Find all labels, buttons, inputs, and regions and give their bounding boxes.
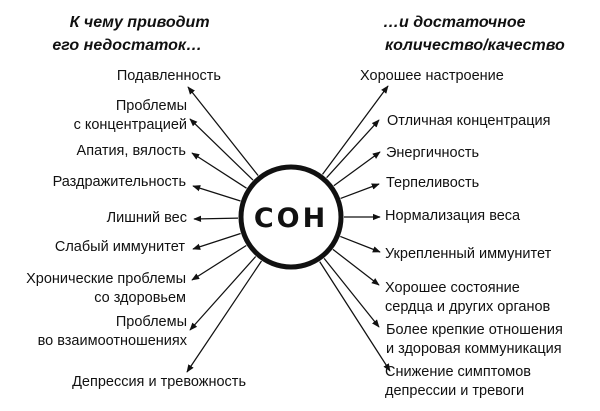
left-arrow-5 — [193, 215, 239, 223]
left-item-1: Подавленность — [117, 68, 221, 84]
left-arrow-6 — [192, 232, 241, 250]
left-heading-line-2: его недостаток… — [52, 37, 202, 54]
left-item-8-line-1: Проблемы — [116, 314, 187, 330]
right-heading-line-2: количество/качество — [385, 37, 565, 54]
left-item-6: Слабый иммунитет — [55, 239, 185, 255]
right-item-8-line-1: Более крепкие отношения — [386, 322, 563, 338]
right-item-6-line-1: Укрепленный иммунитет — [385, 246, 552, 262]
right-item-6: Укрепленный иммунитет — [385, 246, 552, 262]
right-item-8-line-2: и здоровая коммуникация — [386, 341, 562, 357]
right-item-1-line-1: Хорошее настроение — [360, 68, 504, 84]
right-item-4: Терпеливость — [386, 175, 479, 191]
right-arrow-1 — [321, 85, 389, 175]
left-item-8-line-2: во взаимоотношениях — [38, 333, 188, 349]
left-heading-line-1: К чему приводит — [70, 14, 210, 31]
right-arrow-4 — [340, 183, 380, 199]
right-item-5: Нормализация веса — [385, 208, 521, 224]
left-item-7: Хронические проблемы со здоровьем — [26, 271, 186, 306]
right-heading: …и достаточное количество/качество — [383, 14, 565, 54]
arrows-group — [186, 85, 391, 373]
right-item-2-line-1: Отличная концентрация — [387, 113, 551, 129]
left-arrow-1 — [187, 86, 259, 176]
left-item-7-line-1: Хронические проблемы — [26, 271, 186, 287]
right-item-5-line-1: Нормализация веса — [385, 208, 521, 224]
left-arrow-7 — [191, 244, 247, 281]
left-item-2-line-1: Проблемы — [116, 98, 187, 114]
right-item-3-line-1: Энергичность — [386, 145, 479, 161]
center-label: СОН — [254, 203, 328, 234]
left-item-4: Раздражительность — [53, 174, 186, 190]
left-arrow-3 — [191, 152, 247, 189]
left-heading: К чему приводит его недостаток… — [52, 14, 214, 54]
right-item-8: Более крепкие отношения и здоровая коммун… — [386, 322, 563, 357]
right-arrow-6 — [340, 235, 381, 253]
right-item-7: Хорошее состояние сердца и других органов — [385, 280, 551, 315]
left-item-3: Апатия, вялость — [77, 143, 186, 159]
left-arrow-2 — [189, 118, 254, 181]
right-arrow-8 — [323, 258, 380, 328]
right-item-3: Энергичность — [386, 145, 479, 161]
left-item-9-line-1: Депрессия и тревожность — [72, 374, 246, 390]
right-arrow-7 — [332, 248, 380, 286]
right-item-9-line-1: Снижение симптомов — [385, 364, 531, 380]
right-arrow-9 — [319, 261, 391, 372]
right-item-4-line-1: Терпеливость — [386, 175, 479, 191]
left-item-4-line-1: Раздражительность — [53, 174, 186, 190]
right-arrow-3 — [333, 151, 381, 187]
left-item-1-line-1: Подавленность — [117, 68, 221, 84]
right-item-1: Хорошее настроение — [360, 68, 504, 84]
right-item-2: Отличная концентрация — [387, 113, 551, 129]
right-heading-line-1: …и достаточное — [383, 14, 526, 31]
left-item-6-line-1: Слабый иммунитет — [55, 239, 185, 255]
center-circle — [238, 164, 344, 270]
right-item-9-line-2: депрессии и тревоги — [385, 383, 524, 399]
left-item-2: Проблемы с концентрацией — [74, 98, 187, 133]
left-item-7-line-2: со здоровьем — [94, 290, 186, 306]
right-item-7-line-1: Хорошее состояние — [385, 280, 520, 296]
left-item-8: Проблемы во взаимоотношениях — [38, 314, 188, 349]
left-arrow-8 — [189, 256, 257, 331]
right-arrow-2 — [326, 119, 380, 179]
right-item-9: Снижение симптомов депрессии и тревоги — [385, 364, 531, 399]
right-item-7-line-2: сердца и других органов — [385, 299, 551, 315]
left-item-2-line-2: с концентрацией — [74, 117, 187, 133]
left-item-3-line-1: Апатия, вялость — [77, 143, 186, 159]
left-arrow-9 — [186, 260, 263, 373]
left-item-9: Депрессия и тревожность — [72, 374, 246, 390]
left-arrow-4 — [192, 185, 241, 202]
left-item-5-line-1: Лишний вес — [107, 210, 187, 226]
left-item-5: Лишний вес — [107, 210, 187, 226]
